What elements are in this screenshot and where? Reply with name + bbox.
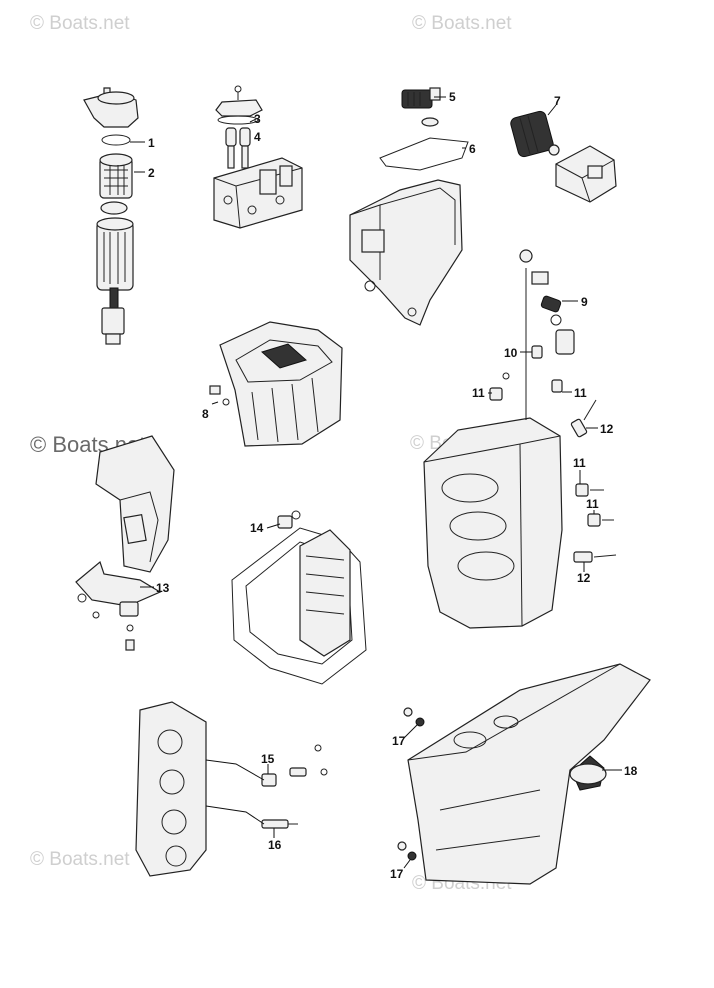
callout-1: 1 [148,136,155,150]
cylinder-head [135,701,328,877]
fuel-rail-assembly [213,85,303,229]
callout-13: 13 [156,581,170,595]
callout-17-b: 17 [390,867,404,881]
callout-11-b: 11 [574,386,587,400]
callout-8: 8 [202,407,209,421]
callout-7: 7 [554,94,561,108]
callout-11-c: 11 [573,456,586,470]
callout-11-d: 11 [586,497,599,511]
callout-15: 15 [261,752,275,766]
watermark-bottom-left: © Boats.net [30,849,130,870]
callout-16: 16 [268,838,282,852]
callout-17-a: 17 [392,734,406,748]
adapter-plate [209,321,343,447]
gearcase [397,663,651,885]
intake-plenum-assembly [349,87,469,326]
callout-labels: 1 2 3 4 5 6 7 9 10 11 11 12 11 [130,90,638,881]
callout-5: 5 [449,90,456,104]
mounting-bracket [75,435,175,651]
gasket-set [231,510,367,685]
callout-12-b: 12 [577,571,591,585]
watermark-top-right: © Boats.net [412,13,512,34]
oil-filter-assembly [510,110,617,203]
fuel-filter-assembly [83,87,139,345]
engine-block [423,249,617,629]
callout-9: 9 [581,295,588,309]
callout-4: 4 [254,130,261,144]
callout-10: 10 [504,346,518,360]
watermark-top-left: © Boats.net [30,13,130,34]
callout-14: 14 [250,521,264,535]
callout-18: 18 [624,764,638,778]
callout-6: 6 [469,142,476,156]
callout-3: 3 [254,112,261,126]
callout-2: 2 [148,166,155,180]
callout-12-a: 12 [600,422,614,436]
callout-11-a: 11 [472,386,485,400]
